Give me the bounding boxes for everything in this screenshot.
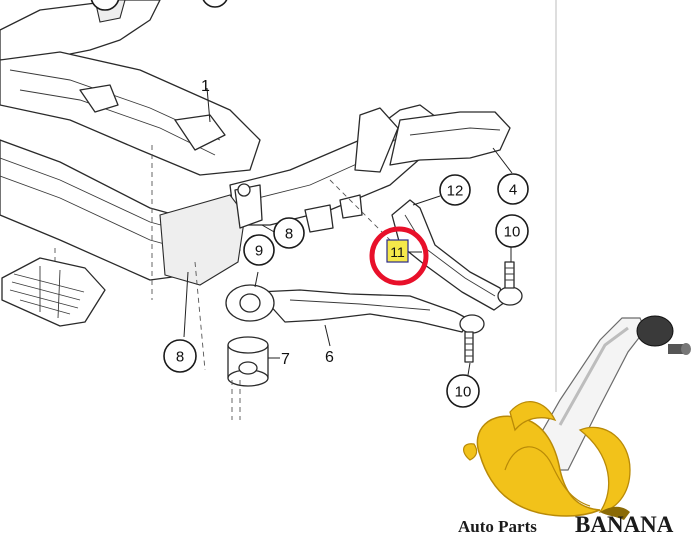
- brand-text-banana: BANANA: [575, 512, 674, 537]
- svg-text:10: 10: [504, 224, 521, 241]
- leader-line: [412, 195, 441, 206]
- highlight-box: [386, 239, 409, 263]
- callout-8-lower: 8: [163, 339, 197, 373]
- subframe: [0, 0, 511, 286]
- leader-line: [183, 271, 189, 338]
- callout-10-bottom: 10: [446, 374, 480, 408]
- callout-12: 12: [439, 174, 471, 206]
- leader-line: [492, 147, 513, 174]
- svg-text:8: 8: [285, 226, 293, 243]
- skid-plate: [1, 257, 106, 327]
- svg-text:8: 8: [176, 349, 184, 366]
- leader-line: [206, 87, 211, 123]
- callout-10-top: 10: [495, 214, 529, 248]
- brand-text-auto-parts: Auto Parts: [458, 517, 537, 536]
- callout-partial: [90, 0, 120, 11]
- lower-control-arm: [225, 284, 485, 363]
- callout-4: 4: [497, 173, 529, 205]
- banana-logo: Auto Parts BANANA: [458, 315, 691, 537]
- callout-11: 11: [390, 244, 405, 260]
- highlight-ring: [369, 226, 429, 286]
- callout-1: 1: [201, 78, 210, 95]
- tension-arm: [391, 199, 523, 311]
- svg-text:12: 12: [447, 183, 464, 200]
- svg-text:10: 10: [455, 384, 472, 401]
- dashed-line: [194, 261, 206, 371]
- leader-line: [467, 362, 471, 376]
- callout-8-upper: 8: [273, 217, 305, 249]
- bushing-7: [227, 336, 269, 387]
- callout-9: 9: [243, 234, 275, 266]
- leader-line: [324, 324, 331, 347]
- svg-text:4: 4: [509, 182, 517, 199]
- leader-line: [254, 271, 259, 288]
- callout-7: 7: [281, 351, 290, 368]
- svg-text:9: 9: [255, 243, 263, 260]
- callout-partial: [202, 0, 228, 8]
- callout-6: 6: [325, 349, 334, 366]
